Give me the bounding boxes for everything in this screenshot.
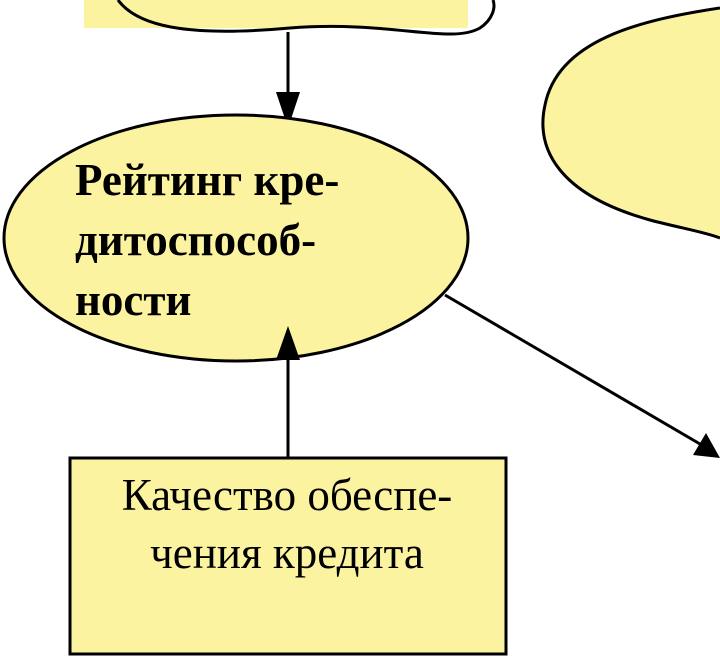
arrowhead-top	[276, 92, 300, 128]
ellipse-label-line-3: ности	[75, 275, 192, 325]
right-ellipse-node	[542, 10, 720, 240]
box-label-line-1: Качество обеспе-	[121, 470, 453, 520]
ellipse-label-line-2: дитоспособ-	[75, 215, 317, 265]
ellipse-label-line-1: Рейтинг кре-	[75, 155, 340, 205]
box-label-line-2: чения кредита	[150, 528, 424, 578]
arrow-ellipse-to-right	[444, 293, 701, 446]
box-node	[68, 456, 508, 656]
right-ellipse-outline	[541, 6, 720, 240]
box-node-label: Качество обеспе- чения кредита	[72, 466, 502, 582]
arrowhead-right	[693, 433, 720, 458]
top-node-fill	[84, 0, 468, 28]
top-node-outline	[116, 0, 496, 36]
ellipse-node	[2, 113, 470, 363]
ellipse-node-label: Рейтинг кре- дитоспособ- ности	[75, 150, 395, 330]
arrowhead-bottom	[276, 326, 300, 360]
